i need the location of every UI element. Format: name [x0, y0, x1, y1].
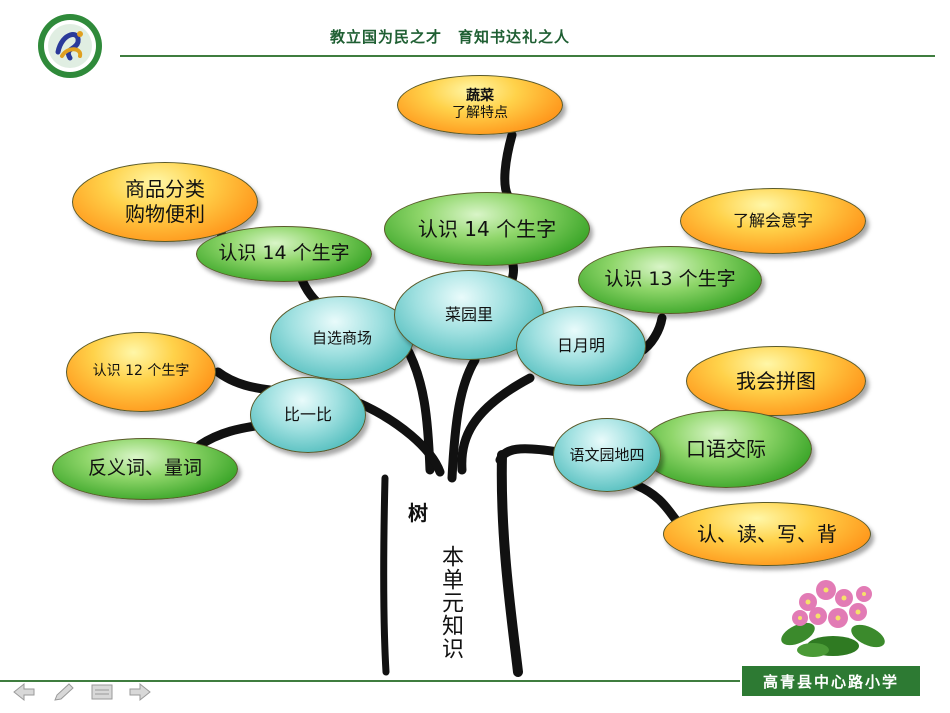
tree-label: 树 [408, 501, 428, 525]
trunk-label: 本单元知识 [438, 545, 463, 660]
leaf-shucai: 蔬菜 了解特点 [397, 75, 563, 135]
leaf-fanyi-label: 反义词、量词 [87, 457, 202, 480]
unit-zixuan: 自选商场 [270, 296, 414, 380]
leaf-liaojie-label: 了解会意字 [732, 211, 813, 230]
leaf-renshi12-label: 认识 12 个生字 [92, 363, 190, 380]
unit-yuwen: 语文园地四 [553, 418, 661, 492]
leaf-kouyu: 口语交际 [640, 410, 812, 488]
leaf-shangpin-label: 商品分类 购物便利 [125, 177, 205, 226]
leaf-kouyu-label: 口语交际 [686, 436, 766, 461]
leaf-renshi14-left: 认识 14 个生字 [196, 226, 372, 282]
school-motto: 教立国为民之才 育知书达礼之人 [330, 28, 571, 46]
leaf-shangpin: 商品分类 购物便利 [72, 162, 258, 242]
back-icon[interactable] [12, 682, 36, 707]
leaf-renshi13-label: 认识 13 个生字 [604, 268, 736, 291]
footer-divider [0, 680, 740, 682]
unit-bibi-label: 比一比 [283, 405, 332, 424]
school-logo [36, 12, 104, 80]
unit-bibi: 比一比 [250, 377, 366, 453]
unit-riyue-label: 日月明 [556, 336, 605, 355]
leaf-liaojie: 了解会意字 [680, 188, 866, 254]
menu-icon[interactable] [90, 682, 114, 707]
leaf-renshi13: 认识 13 个生字 [578, 246, 762, 314]
unit-yuwen-label: 语文园地四 [569, 445, 645, 464]
leaf-renshi14-mid: 认识 14 个生字 [384, 192, 590, 266]
leaf-renduxie: 认、读、写、背 [663, 502, 871, 566]
leaf-shucai-title: 蔬菜 [466, 87, 494, 104]
flower-decoration [778, 572, 888, 658]
unit-riyue: 日月明 [516, 306, 646, 386]
leaf-renduxie-label: 认、读、写、背 [697, 521, 837, 546]
leaf-fanyi: 反义词、量词 [52, 438, 238, 500]
pen-icon[interactable] [52, 682, 76, 707]
leaf-renshi12: 认识 12 个生字 [66, 332, 216, 412]
leaf-wohui-label: 我会拼图 [736, 368, 816, 393]
leaf-shucai-sub: 了解特点 [452, 105, 508, 121]
forward-icon[interactable] [128, 682, 152, 707]
unit-zixuan-label: 自选商场 [311, 328, 372, 347]
school-name-badge: 高青县中心路小学 [742, 666, 920, 696]
leaf-renshi14-mid-label: 认识 14 个生字 [417, 216, 557, 241]
unit-caiyuan-label: 菜园里 [444, 305, 493, 324]
leaf-wohui: 我会拼图 [686, 346, 866, 416]
leaf-renshi14-left-label: 认识 14 个生字 [218, 242, 350, 265]
header-divider [120, 55, 935, 57]
